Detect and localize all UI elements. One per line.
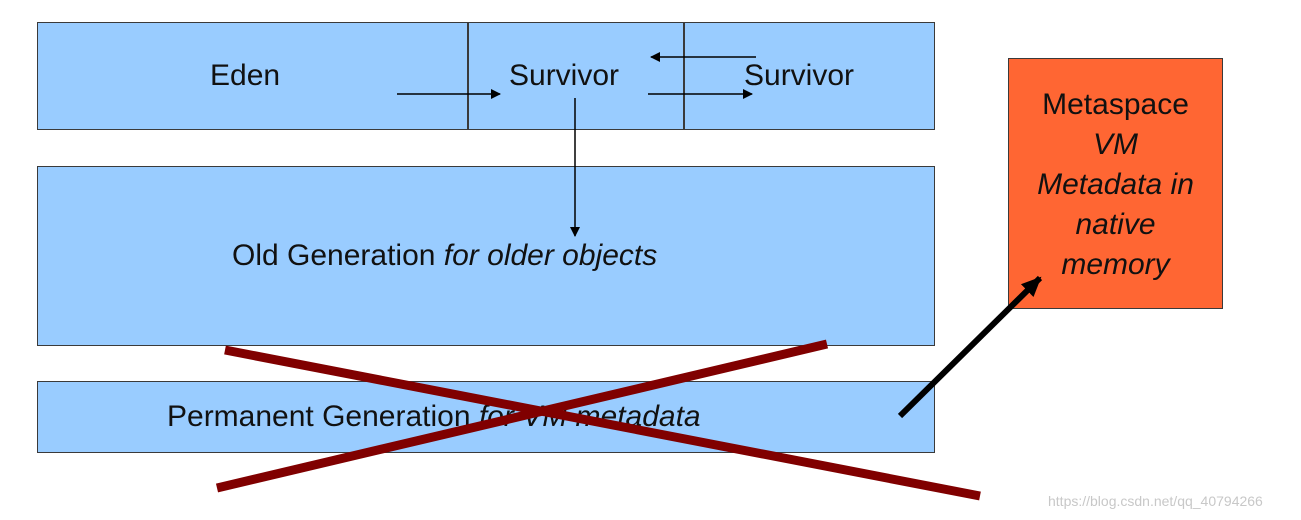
eden-survivor-divider [467,22,469,130]
old-generation-title: Old Generation [232,239,436,272]
old-generation-label: Old Generation for older objects [232,241,657,271]
survivor-survivor-divider [683,22,685,130]
metaspace-box [1008,58,1223,309]
survivor-label-2: Survivor [744,59,855,92]
metaspace-line-memory: memory [1061,248,1170,281]
permanent-generation-label: Permanent Generation for VM metadata [167,402,701,432]
metaspace-line-metadata: Metadata in [1037,168,1194,201]
old-generation-box [37,166,935,346]
watermark-text: https://blog.csdn.net/qq_40794266 [1048,493,1263,509]
permanent-generation-desc: for VM metadata [470,400,701,433]
metaspace-line-vm: VM [1093,128,1138,161]
metaspace-line-native: native [1075,208,1156,241]
young-generation-box [37,22,935,130]
permanent-generation-title: Permanent Generation [167,400,471,433]
metaspace-title: Metaspace [1042,88,1189,121]
old-generation-desc: for older objects [435,239,658,272]
eden-label: Eden [210,59,281,92]
survivor-label-1: Survivor [509,59,620,92]
